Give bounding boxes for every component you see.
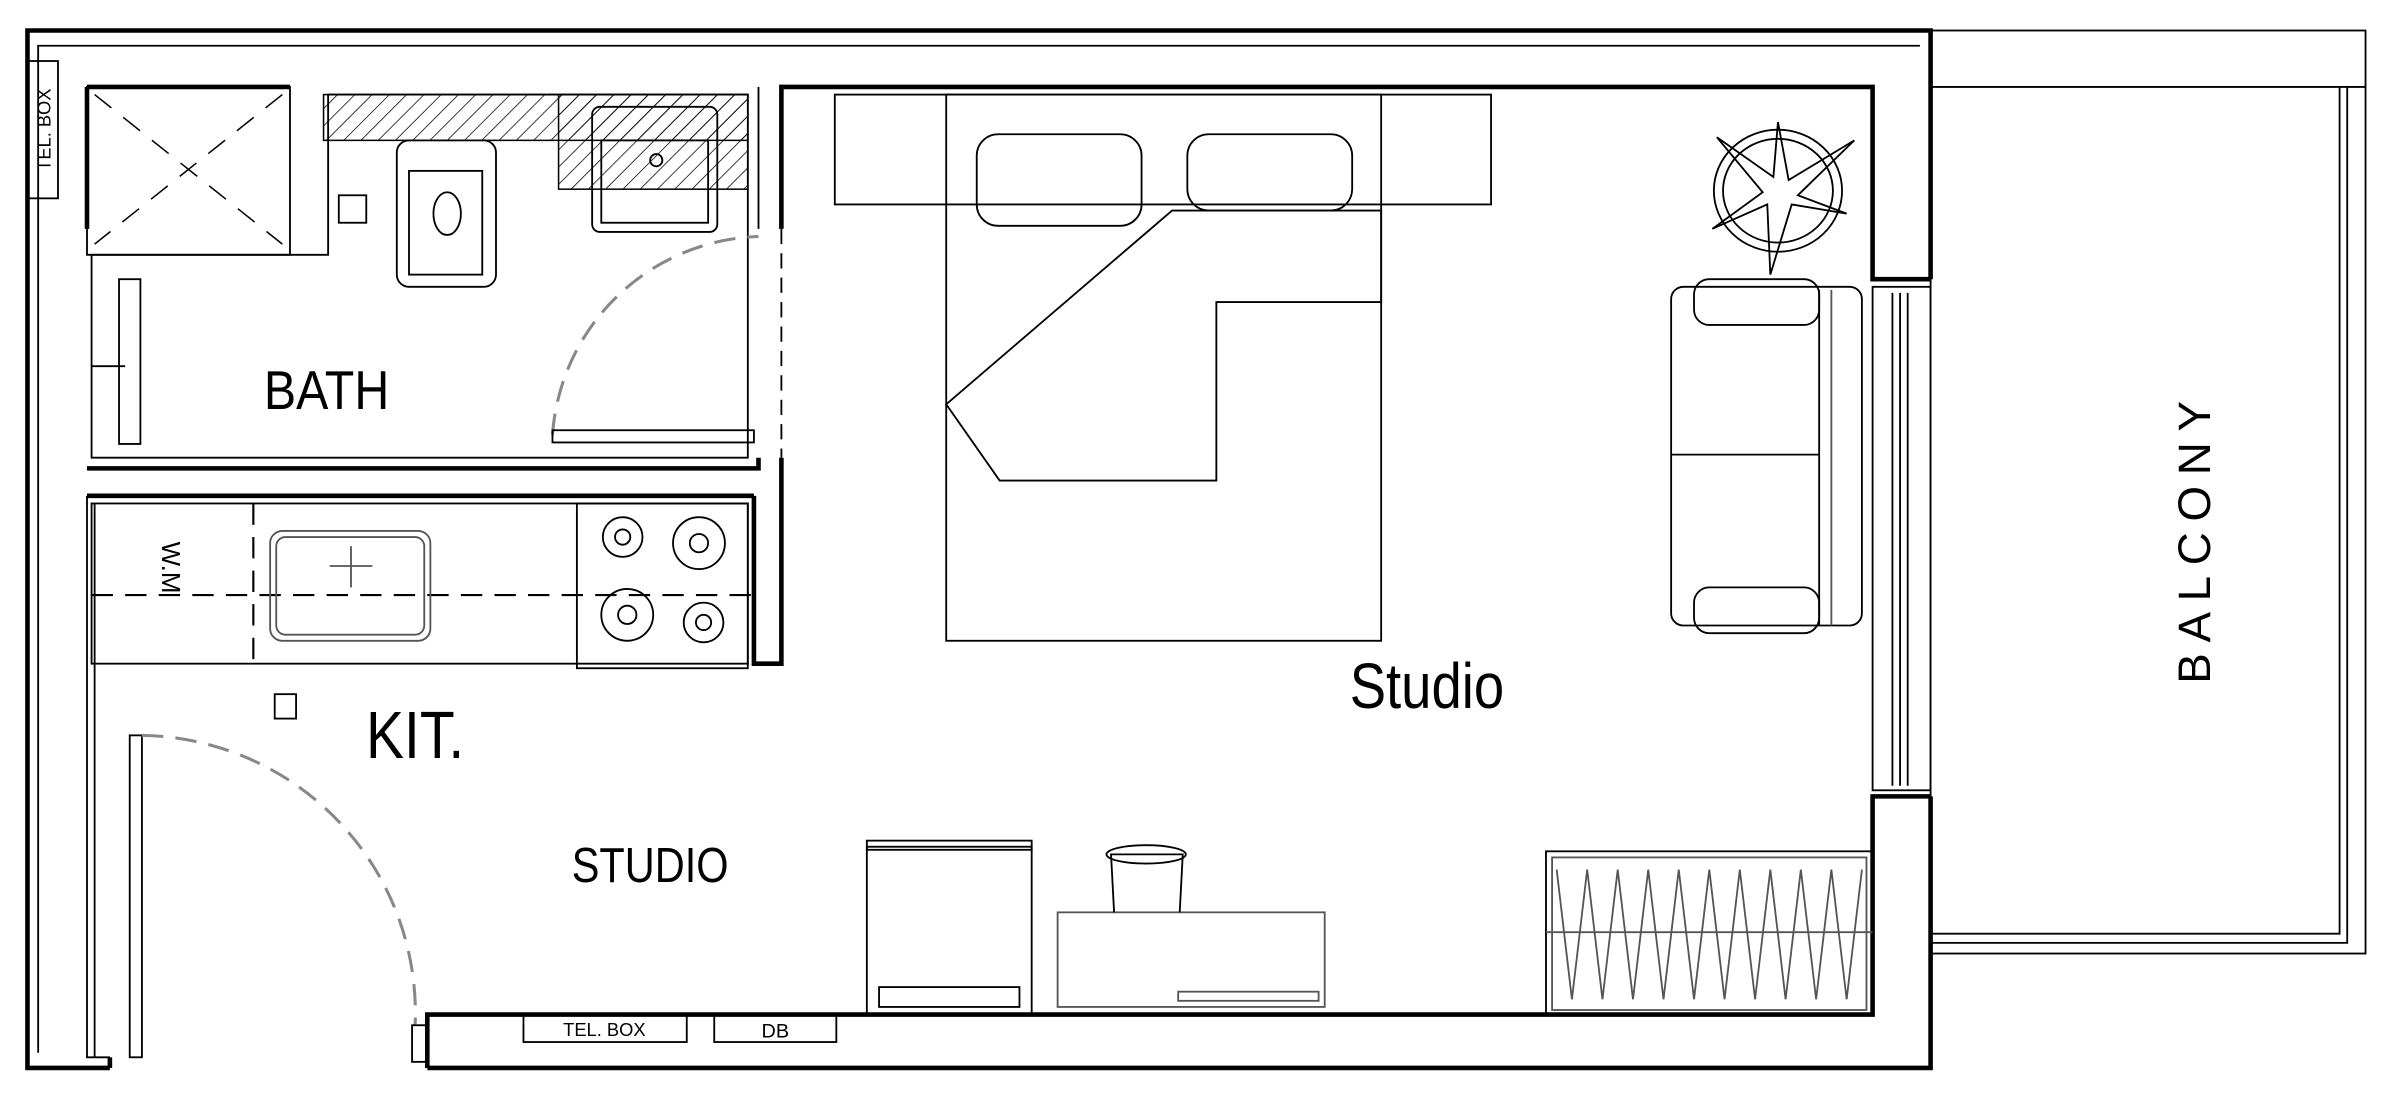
room-label-bath: BATH — [264, 359, 389, 421]
bed[interactable] — [945, 93, 1383, 642]
toilet-seat — [408, 169, 484, 276]
vanity-hatch — [557, 93, 749, 190]
shower-drain-icon — [94, 93, 283, 245]
chair — [1105, 844, 1187, 913]
tel-box-left — [26, 60, 59, 200]
fridge[interactable] — [865, 839, 1033, 1016]
toilet-bowl — [432, 191, 462, 236]
tel-box-left-label: TEL. BOX — [33, 89, 54, 171]
washbasin — [591, 105, 719, 233]
plant-icon — [1711, 121, 1855, 275]
towel-rail — [118, 278, 142, 445]
room-label-balcony: BALCONY — [2169, 390, 2220, 683]
door-jamb — [411, 1024, 429, 1063]
floor-drain-icon — [337, 194, 368, 224]
room-label-studio: Studio — [1350, 650, 1504, 722]
entrance-door-leaf[interactable] — [128, 734, 143, 1059]
tel-box-bottom — [522, 1013, 688, 1043]
kitchen-counter — [90, 502, 749, 665]
sofa[interactable] — [1670, 278, 1863, 635]
db-box — [713, 1013, 838, 1043]
headboard — [833, 93, 1492, 206]
toilet — [395, 139, 497, 288]
balcony-outline — [1929, 29, 2367, 955]
bath-door-swing — [550, 234, 759, 435]
pillow — [975, 133, 1143, 227]
pillow — [1186, 133, 1354, 212]
shower-tray — [86, 86, 291, 256]
tel-box-bottom-label: TEL. BOX — [563, 1019, 645, 1040]
kitchen-sink — [269, 530, 432, 642]
folded-blanket — [944, 209, 1383, 482]
desk[interactable] — [1056, 911, 1326, 1008]
window — [1871, 285, 1932, 792]
wm-label: W.M — [156, 542, 184, 594]
wardrobe[interactable] — [1545, 850, 1874, 1016]
cooktop — [575, 502, 749, 670]
washbasin-bowl — [600, 139, 710, 224]
room-label-kitchen: KIT. — [366, 699, 464, 773]
basin-drain-icon — [649, 153, 664, 168]
entrance-door-swing — [141, 733, 417, 1026]
db-label: DB — [762, 1020, 790, 1042]
bath-door-leaf[interactable] — [551, 429, 755, 444]
burner-icons — [600, 516, 726, 644]
floor-drain-icon — [273, 693, 297, 720]
room-label-studio-upper: STUDIO — [572, 838, 729, 893]
exterior-walls — [25, 28, 1933, 1071]
